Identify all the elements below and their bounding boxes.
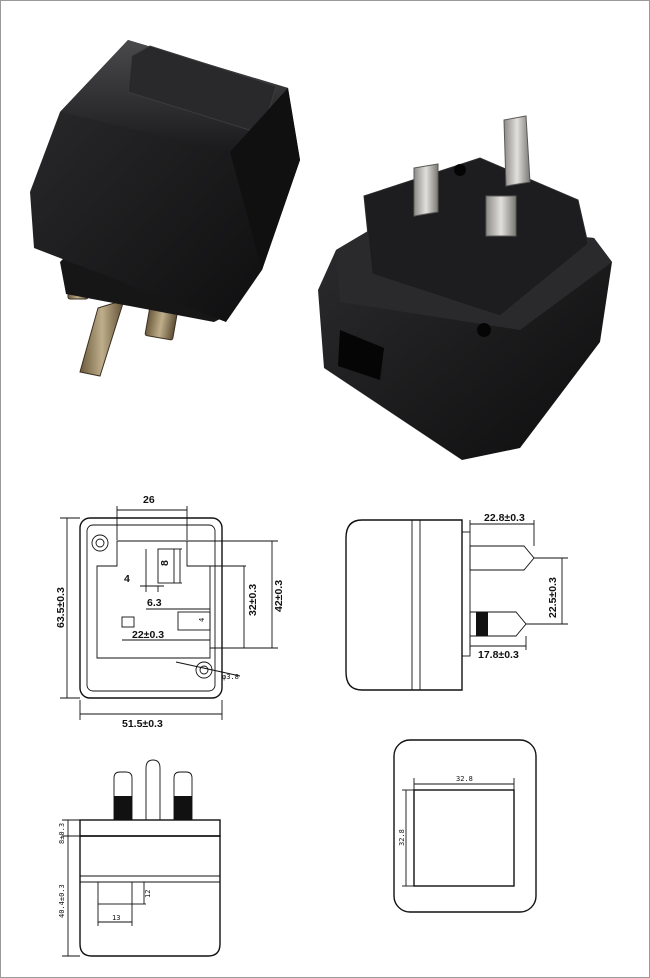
dim-label-height: 32.8 <box>398 829 406 846</box>
socket-window <box>338 330 384 380</box>
outer-outline <box>79 517 223 699</box>
dim-63-5: 63.5±0.3 <box>55 587 67 628</box>
dim-22-8: 22.8±0.3 <box>484 512 525 524</box>
dim-17-8: 17.8±0.3 <box>478 649 519 661</box>
pin-slot-right <box>177 611 211 631</box>
live-pin <box>469 611 527 637</box>
bottom-view-drawing: 8±0.3 40.4±0.3 12 13 <box>58 759 221 957</box>
adapter-side <box>230 88 300 270</box>
pin-left <box>113 771 133 821</box>
body-outline <box>345 519 463 691</box>
adapter-photo-left <box>30 40 300 377</box>
dim-12: 12 <box>144 890 152 898</box>
dim-40-4: 40.4±0.3 <box>58 884 66 918</box>
dim-22-5: 22.5±0.3 <box>547 577 559 618</box>
dim-42: 42±0.3 <box>273 580 285 612</box>
label-area <box>413 789 515 887</box>
earth-pin <box>469 545 535 571</box>
pin-right <box>173 771 193 821</box>
dim-8: 8 <box>159 560 171 566</box>
pin-slot-left <box>121 616 135 628</box>
pin-earth <box>145 759 161 821</box>
side-view-drawing: 22.8±0.3 22.5±0.3 17.8±0.3 <box>345 512 568 691</box>
pin-left <box>413 163 439 217</box>
pin-sleeve <box>476 612 488 636</box>
dim-hole: φ3.8 <box>222 673 239 681</box>
dim-26: 26 <box>143 494 155 506</box>
front-view-drawing: 26 4 8 6.3 4 22±0.3 63.5±0.3 32±0.3 42±0… <box>55 494 285 730</box>
body-outline <box>79 835 221 957</box>
dim-13: 13 <box>112 914 120 922</box>
dim-4: 4 <box>124 573 130 585</box>
dim-8: 8±0.3 <box>58 823 66 844</box>
earth-pin-slot <box>157 548 175 584</box>
body-hole <box>477 323 491 337</box>
pin-earth <box>79 299 125 377</box>
dim-51-5: 51.5±0.3 <box>122 718 163 730</box>
dim-label-width: 32.8 <box>456 775 473 783</box>
socket-window <box>97 881 133 905</box>
dim-4-small: 4 <box>198 618 206 622</box>
plug-face-outline <box>96 540 211 659</box>
pin-right <box>485 195 517 237</box>
plug-base <box>79 819 221 837</box>
inner-outline <box>86 524 216 692</box>
dim-22: 22±0.3 <box>132 629 164 641</box>
top-view-drawing: 32.8 32.8 <box>393 739 537 913</box>
dim-6-3: 6.3 <box>147 597 162 609</box>
face-hole <box>454 164 466 176</box>
adapter-photo-right <box>318 115 612 460</box>
pin-earth <box>503 115 531 187</box>
body-outline <box>393 739 537 913</box>
dim-32: 32±0.3 <box>247 584 259 616</box>
